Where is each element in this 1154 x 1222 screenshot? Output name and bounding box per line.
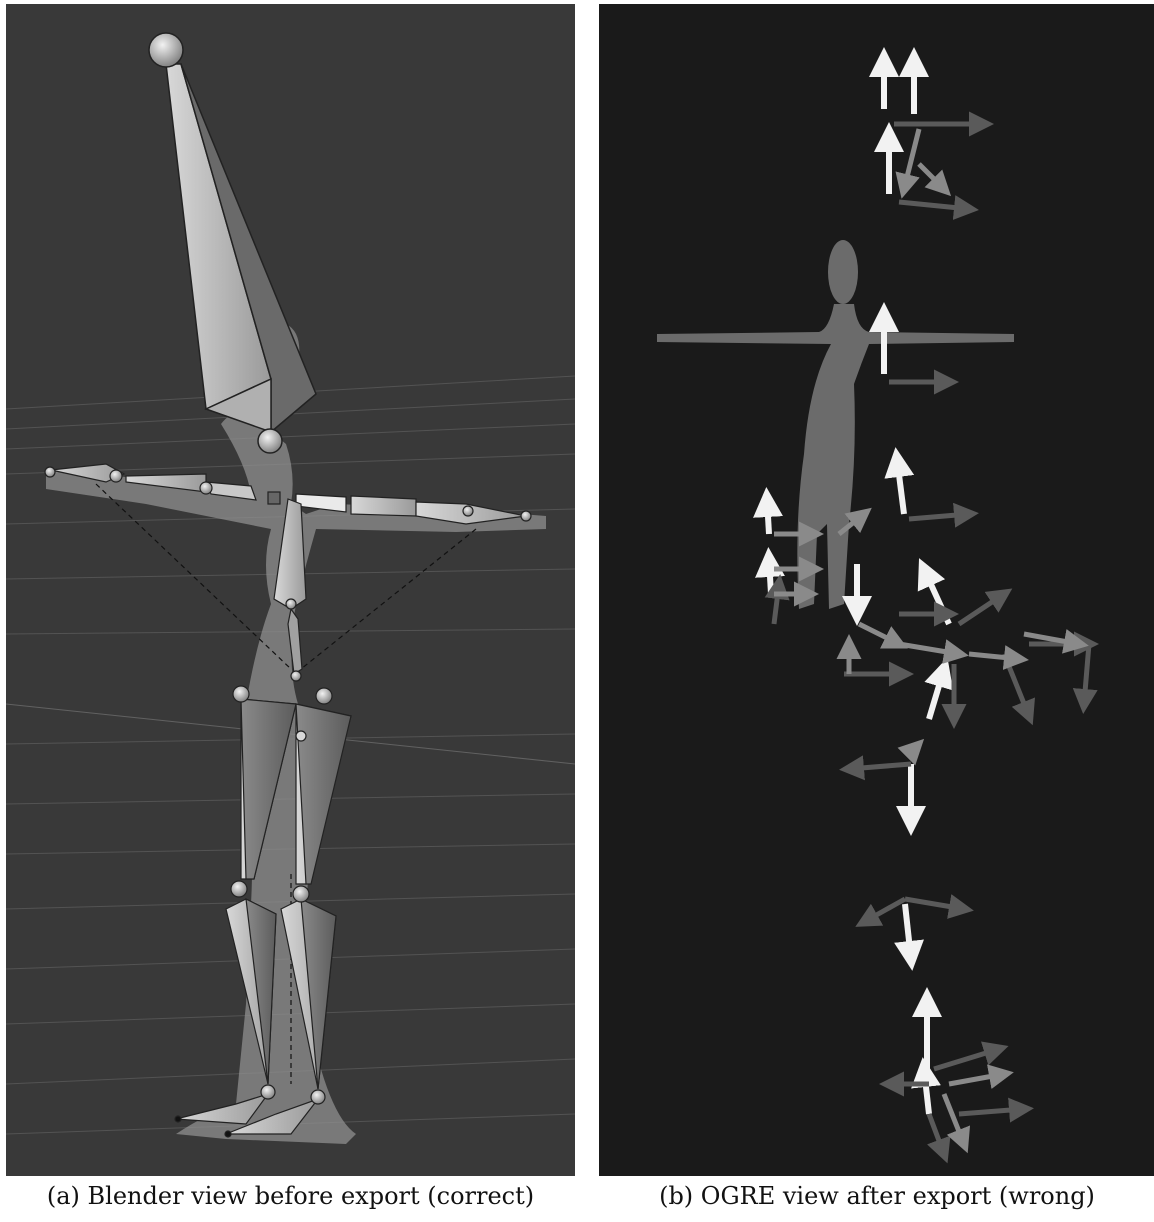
light-axis-arrows <box>774 129 1079 1144</box>
blender-armature-render <box>6 4 575 1176</box>
head-bone <box>149 33 316 453</box>
blender-viewport <box>6 4 575 1176</box>
white-axis-arrows <box>767 59 949 1114</box>
ogre-broken-skeleton-render <box>599 4 1154 1176</box>
caption-ogre-view: (b) OGRE view after export (wrong) <box>599 1182 1154 1210</box>
character-mesh <box>657 240 1014 609</box>
caption-blender-view: (a) Blender view before export (correct) <box>6 1182 575 1210</box>
ogre-viewport <box>599 4 1154 1176</box>
